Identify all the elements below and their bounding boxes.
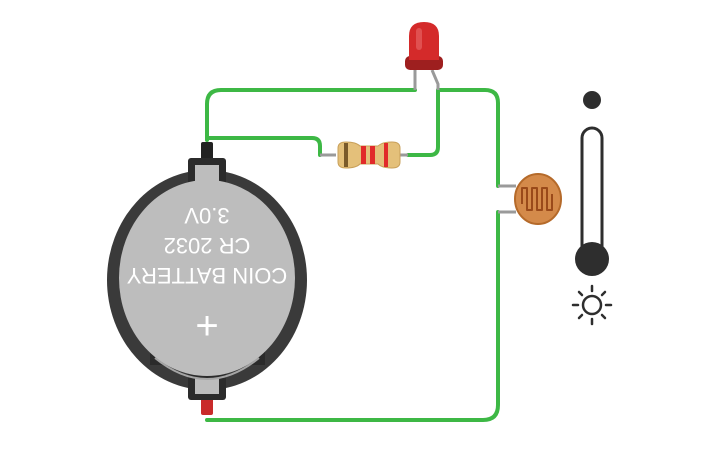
resistor-band-4: [384, 143, 388, 167]
resistor-band-2: [361, 146, 366, 164]
resistor-band-1: [344, 143, 348, 167]
battery-label-model: CR 2032: [164, 233, 251, 258]
resistor-band-3: [370, 146, 375, 164]
slider-knob[interactable]: [575, 242, 609, 276]
wire-battery-to-led[interactable]: [205, 88, 417, 142]
ldr-trace: [521, 187, 553, 211]
battery-label-type: COIN BATTERY: [126, 263, 287, 288]
led-dome: [409, 22, 439, 60]
wire-resistor-to-led[interactable]: [406, 88, 440, 157]
sun-icon: [571, 284, 613, 326]
battery-face: [119, 180, 295, 376]
photoresistor[interactable]: [498, 173, 562, 225]
light-level-slider[interactable]: [571, 91, 613, 326]
battery-plus-symbol: +: [195, 304, 218, 348]
coin-battery[interactable]: COIN BATTERY CR 2032 3.0V +: [107, 142, 307, 415]
wires: [205, 88, 500, 422]
slider-max-dot: [583, 91, 601, 109]
resistor[interactable]: [320, 141, 408, 169]
slider-track[interactable]: [580, 126, 604, 258]
wire-battery-to-resistor[interactable]: [205, 136, 322, 157]
wire-ldr-to-battery[interactable]: [205, 210, 500, 422]
wire-led-to-ldr[interactable]: [436, 88, 500, 188]
battery-label-voltage: 3.0V: [184, 203, 230, 228]
red-led[interactable]: [405, 22, 443, 90]
led-leg-cathode: [430, 69, 440, 90]
